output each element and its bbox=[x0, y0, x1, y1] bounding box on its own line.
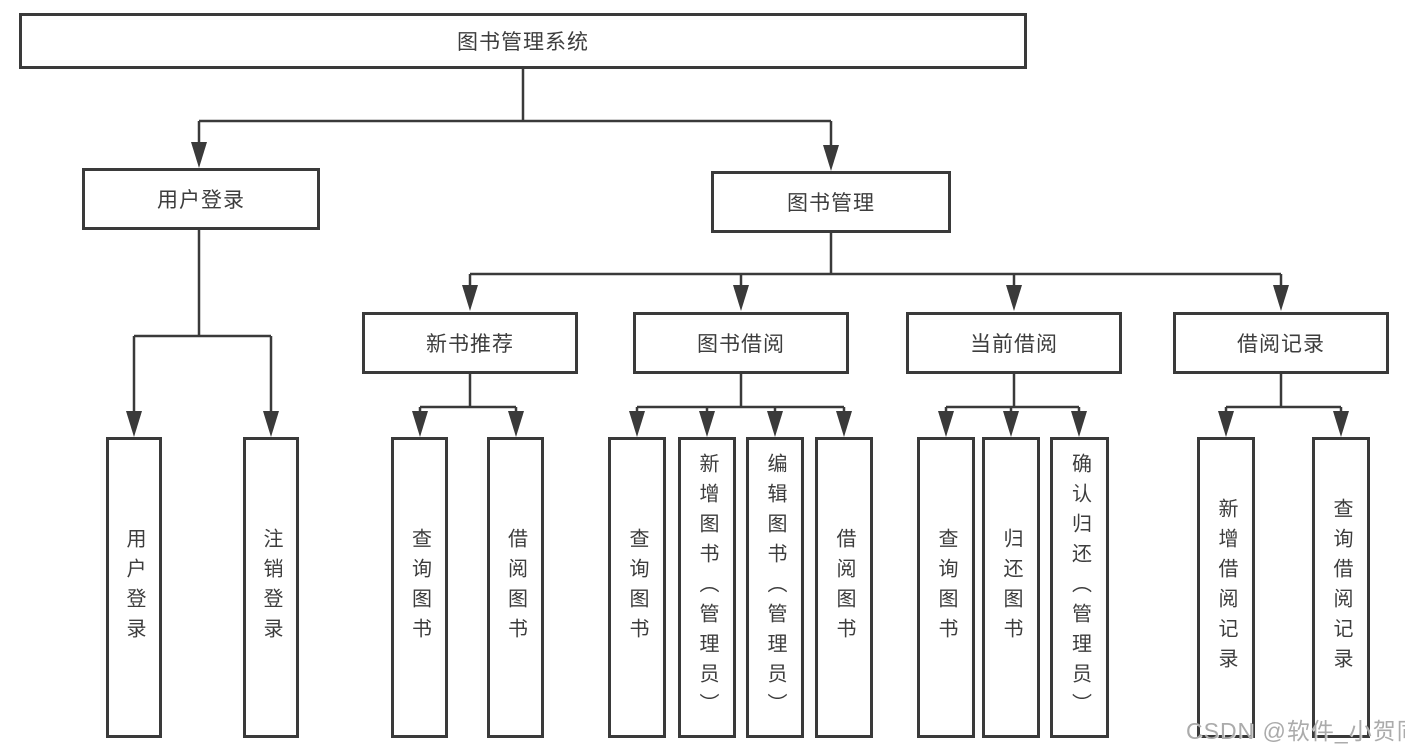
leaf-query-books-borrow-label: 查询图书 bbox=[626, 527, 648, 648]
leaf-borrow-books-recommend-label: 借阅图书 bbox=[504, 527, 527, 648]
node-root-system: 图书管理系统 bbox=[19, 13, 1027, 69]
leaf-query-books-recommend: 查询图书 bbox=[391, 437, 448, 738]
watermark: CSDN @软件_小贺同学 bbox=[1186, 718, 1405, 744]
leaf-query-borrow-record: 查询借阅记录 bbox=[1312, 437, 1370, 738]
leaf-query-books-borrow: 查询图书 bbox=[608, 437, 666, 738]
node-user-login: 用户登录 bbox=[82, 168, 320, 230]
leaf-add-borrow-record-label: 新增借阅记录 bbox=[1215, 497, 1237, 678]
node-new-book-recommend: 新书推荐 bbox=[362, 312, 578, 374]
leaf-add-book-admin-label: 新增图书（管理员） bbox=[696, 452, 718, 723]
leaf-borrow-books-label: 借阅图书 bbox=[833, 527, 855, 648]
leaf-borrow-books-recommend: 借阅图书 bbox=[487, 437, 544, 738]
leaf-query-books-current-label: 查询图书 bbox=[935, 527, 957, 648]
node-current-borrowing: 当前借阅 bbox=[906, 312, 1122, 374]
leaf-query-books-current: 查询图书 bbox=[917, 437, 975, 738]
leaf-user-login-label: 用户登录 bbox=[123, 527, 145, 648]
leaf-query-borrow-record-label: 查询借阅记录 bbox=[1330, 497, 1352, 678]
node-book-borrowing: 图书借阅 bbox=[633, 312, 849, 374]
leaf-edit-book-admin-label: 编辑图书（管理员） bbox=[764, 452, 786, 723]
leaf-add-borrow-record: 新增借阅记录 bbox=[1197, 437, 1255, 738]
leaf-user-login: 用户登录 bbox=[106, 437, 162, 738]
leaf-edit-book-admin: 编辑图书（管理员） bbox=[746, 437, 804, 738]
leaf-confirm-return-admin: 确认归还（管理员） bbox=[1050, 437, 1109, 738]
node-book-management: 图书管理 bbox=[711, 171, 951, 233]
leaf-return-books: 归还图书 bbox=[982, 437, 1040, 738]
leaf-borrow-books: 借阅图书 bbox=[815, 437, 873, 738]
leaf-confirm-return-admin-label: 确认归还（管理员） bbox=[1068, 452, 1091, 723]
leaf-logout-label: 注销登录 bbox=[260, 527, 282, 648]
leaf-logout: 注销登录 bbox=[243, 437, 299, 738]
node-borrowing-records: 借阅记录 bbox=[1173, 312, 1389, 374]
leaf-query-books-recommend-label: 查询图书 bbox=[408, 527, 431, 648]
arrowheads bbox=[126, 142, 1349, 437]
leaf-add-book-admin: 新增图书（管理员） bbox=[678, 437, 736, 738]
leaf-return-books-label: 归还图书 bbox=[1000, 527, 1022, 648]
